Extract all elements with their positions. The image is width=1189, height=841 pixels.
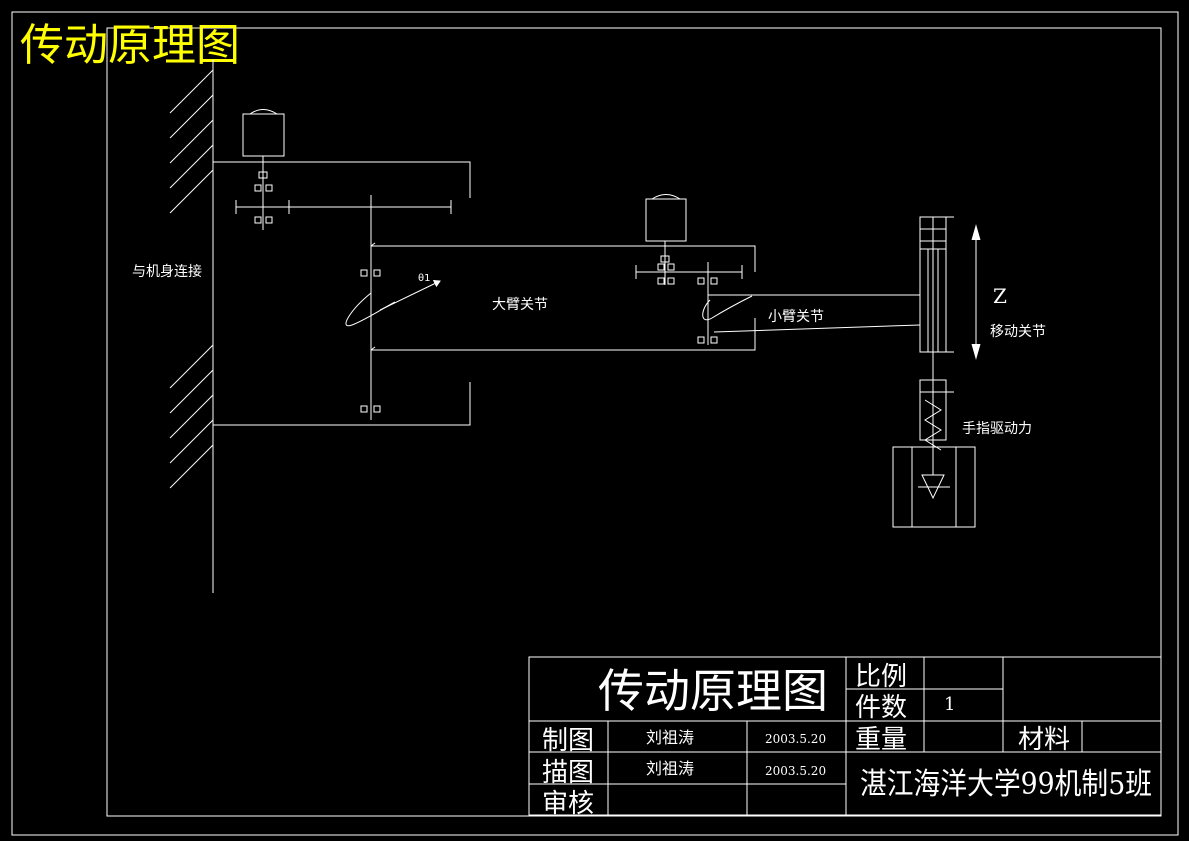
base-housing-top xyxy=(213,161,471,198)
label-moving-joint: 移动关节 xyxy=(990,324,1046,340)
title-block-drawn-date: 2003.5.20 xyxy=(765,732,826,746)
outer-border xyxy=(11,11,1179,836)
inner-border xyxy=(106,27,1162,817)
label-big-arm-joint: 大臂关节 xyxy=(492,297,548,313)
ground-hatch-lower xyxy=(169,344,214,489)
big-arm-lower xyxy=(371,318,756,351)
label-small-arm-joint: 小臂关节 xyxy=(768,309,824,325)
motor-2-coupling-icon xyxy=(660,255,670,263)
title-block-count-label: 件数 xyxy=(855,693,907,723)
label-theta: θ1 xyxy=(418,273,430,284)
theta-arrow-icon xyxy=(379,280,441,311)
big-arm-upper xyxy=(371,245,756,272)
label-z-axis: Z xyxy=(993,284,1007,308)
motor-2-icon xyxy=(645,198,687,242)
title-block xyxy=(528,656,1162,816)
finger-spring-icon xyxy=(924,399,942,451)
title-block-scale-label: 比例 xyxy=(855,662,907,692)
small-arm-rotation-icon xyxy=(702,295,753,321)
label-finger-drive: 手指驱动力 xyxy=(962,421,1032,437)
title-block-drawn-label: 制图 xyxy=(542,726,594,756)
small-arm-lower xyxy=(713,324,921,333)
label-body-connection: 与机身连接 xyxy=(132,263,202,280)
base-housing-bottom xyxy=(213,382,471,426)
title-block-drawn-name: 刘祖涛 xyxy=(646,728,694,747)
title-block-review-label: 审核 xyxy=(542,789,594,819)
motor-1-icon xyxy=(242,113,285,157)
page-title: 传动原理图 xyxy=(20,20,240,71)
title-block-traced-date: 2003.5.20 xyxy=(765,764,826,778)
title-block-count-value: 1 xyxy=(944,694,955,715)
title-block-traced-label: 描图 xyxy=(542,758,594,788)
gripper-body xyxy=(892,446,976,528)
title-block-traced-name: 刘祖涛 xyxy=(646,759,694,778)
mechanism-diagram xyxy=(169,60,981,593)
motor-1-coupling-icon xyxy=(258,171,268,179)
title-block-drawing-name: 传动原理图 xyxy=(598,664,828,718)
gripper-arrow-icon xyxy=(921,474,945,500)
finger-cylinder xyxy=(919,379,947,441)
title-block-organization: 湛江海洋大学99机制5班 xyxy=(860,767,1152,802)
title-block-weight-label: 重量 xyxy=(855,725,907,755)
ground-hatch-upper xyxy=(169,69,214,214)
big-arm-rotation-icon xyxy=(345,292,396,327)
title-block-material-label: 材料 xyxy=(1018,725,1070,755)
